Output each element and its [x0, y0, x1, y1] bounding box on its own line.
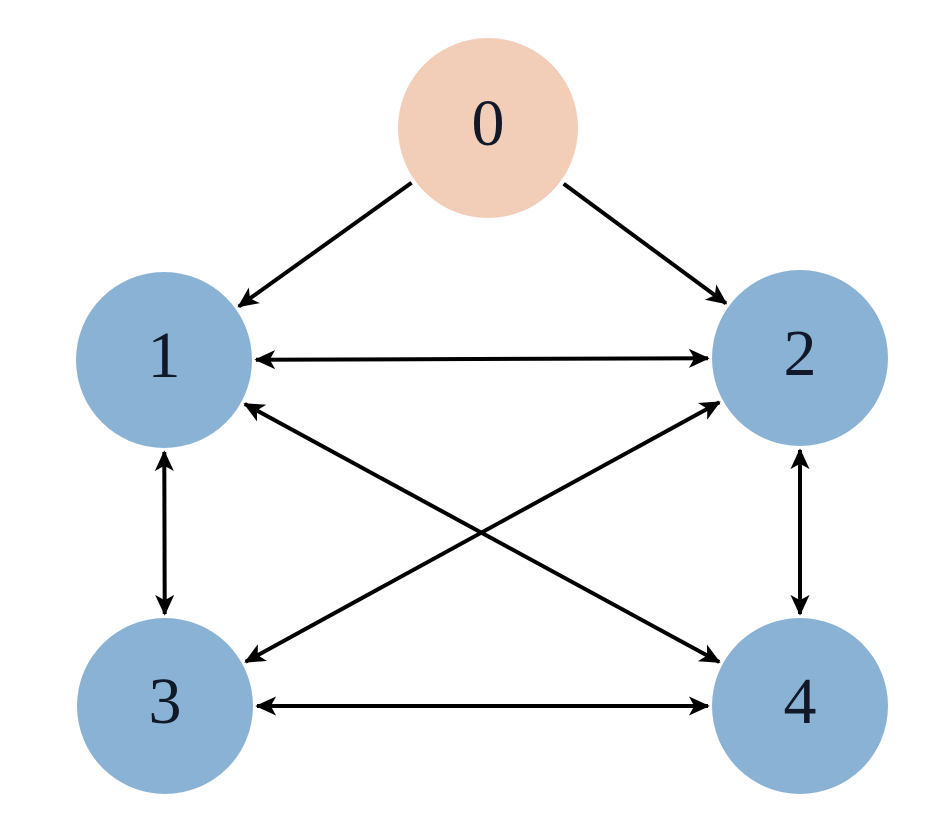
graph-edge-2-3[interactable] [244, 400, 721, 664]
graph-node-0[interactable]: 0 [398, 38, 578, 218]
graph-node-label-2: 2 [784, 317, 817, 390]
graph-edge-1-2[interactable] [254, 348, 710, 370]
graph-node-label-3: 3 [149, 665, 182, 738]
nodes-layer: 0 1 2 3 4 [76, 38, 888, 794]
graph-node-label-4: 4 [784, 665, 817, 738]
graph-node-label-1: 1 [148, 319, 181, 392]
graph-node-circle-4[interactable] [712, 618, 888, 794]
graph-node-circle-3[interactable] [77, 618, 253, 794]
graph-edge-0-1[interactable] [237, 181, 413, 309]
graph-node-1[interactable]: 1 [76, 272, 252, 448]
graph-node-2[interactable]: 2 [712, 270, 888, 446]
graph-edge-0-2[interactable] [562, 182, 728, 306]
edges-layer [154, 181, 810, 716]
graph-node-4[interactable]: 4 [712, 618, 888, 794]
graph-node-circle-1[interactable] [76, 272, 252, 448]
graph-node-label-0: 0 [472, 87, 505, 160]
graph-node-circle-0[interactable] [398, 38, 578, 218]
graph-node-3[interactable]: 3 [77, 618, 253, 794]
graph-node-circle-2[interactable] [712, 270, 888, 446]
